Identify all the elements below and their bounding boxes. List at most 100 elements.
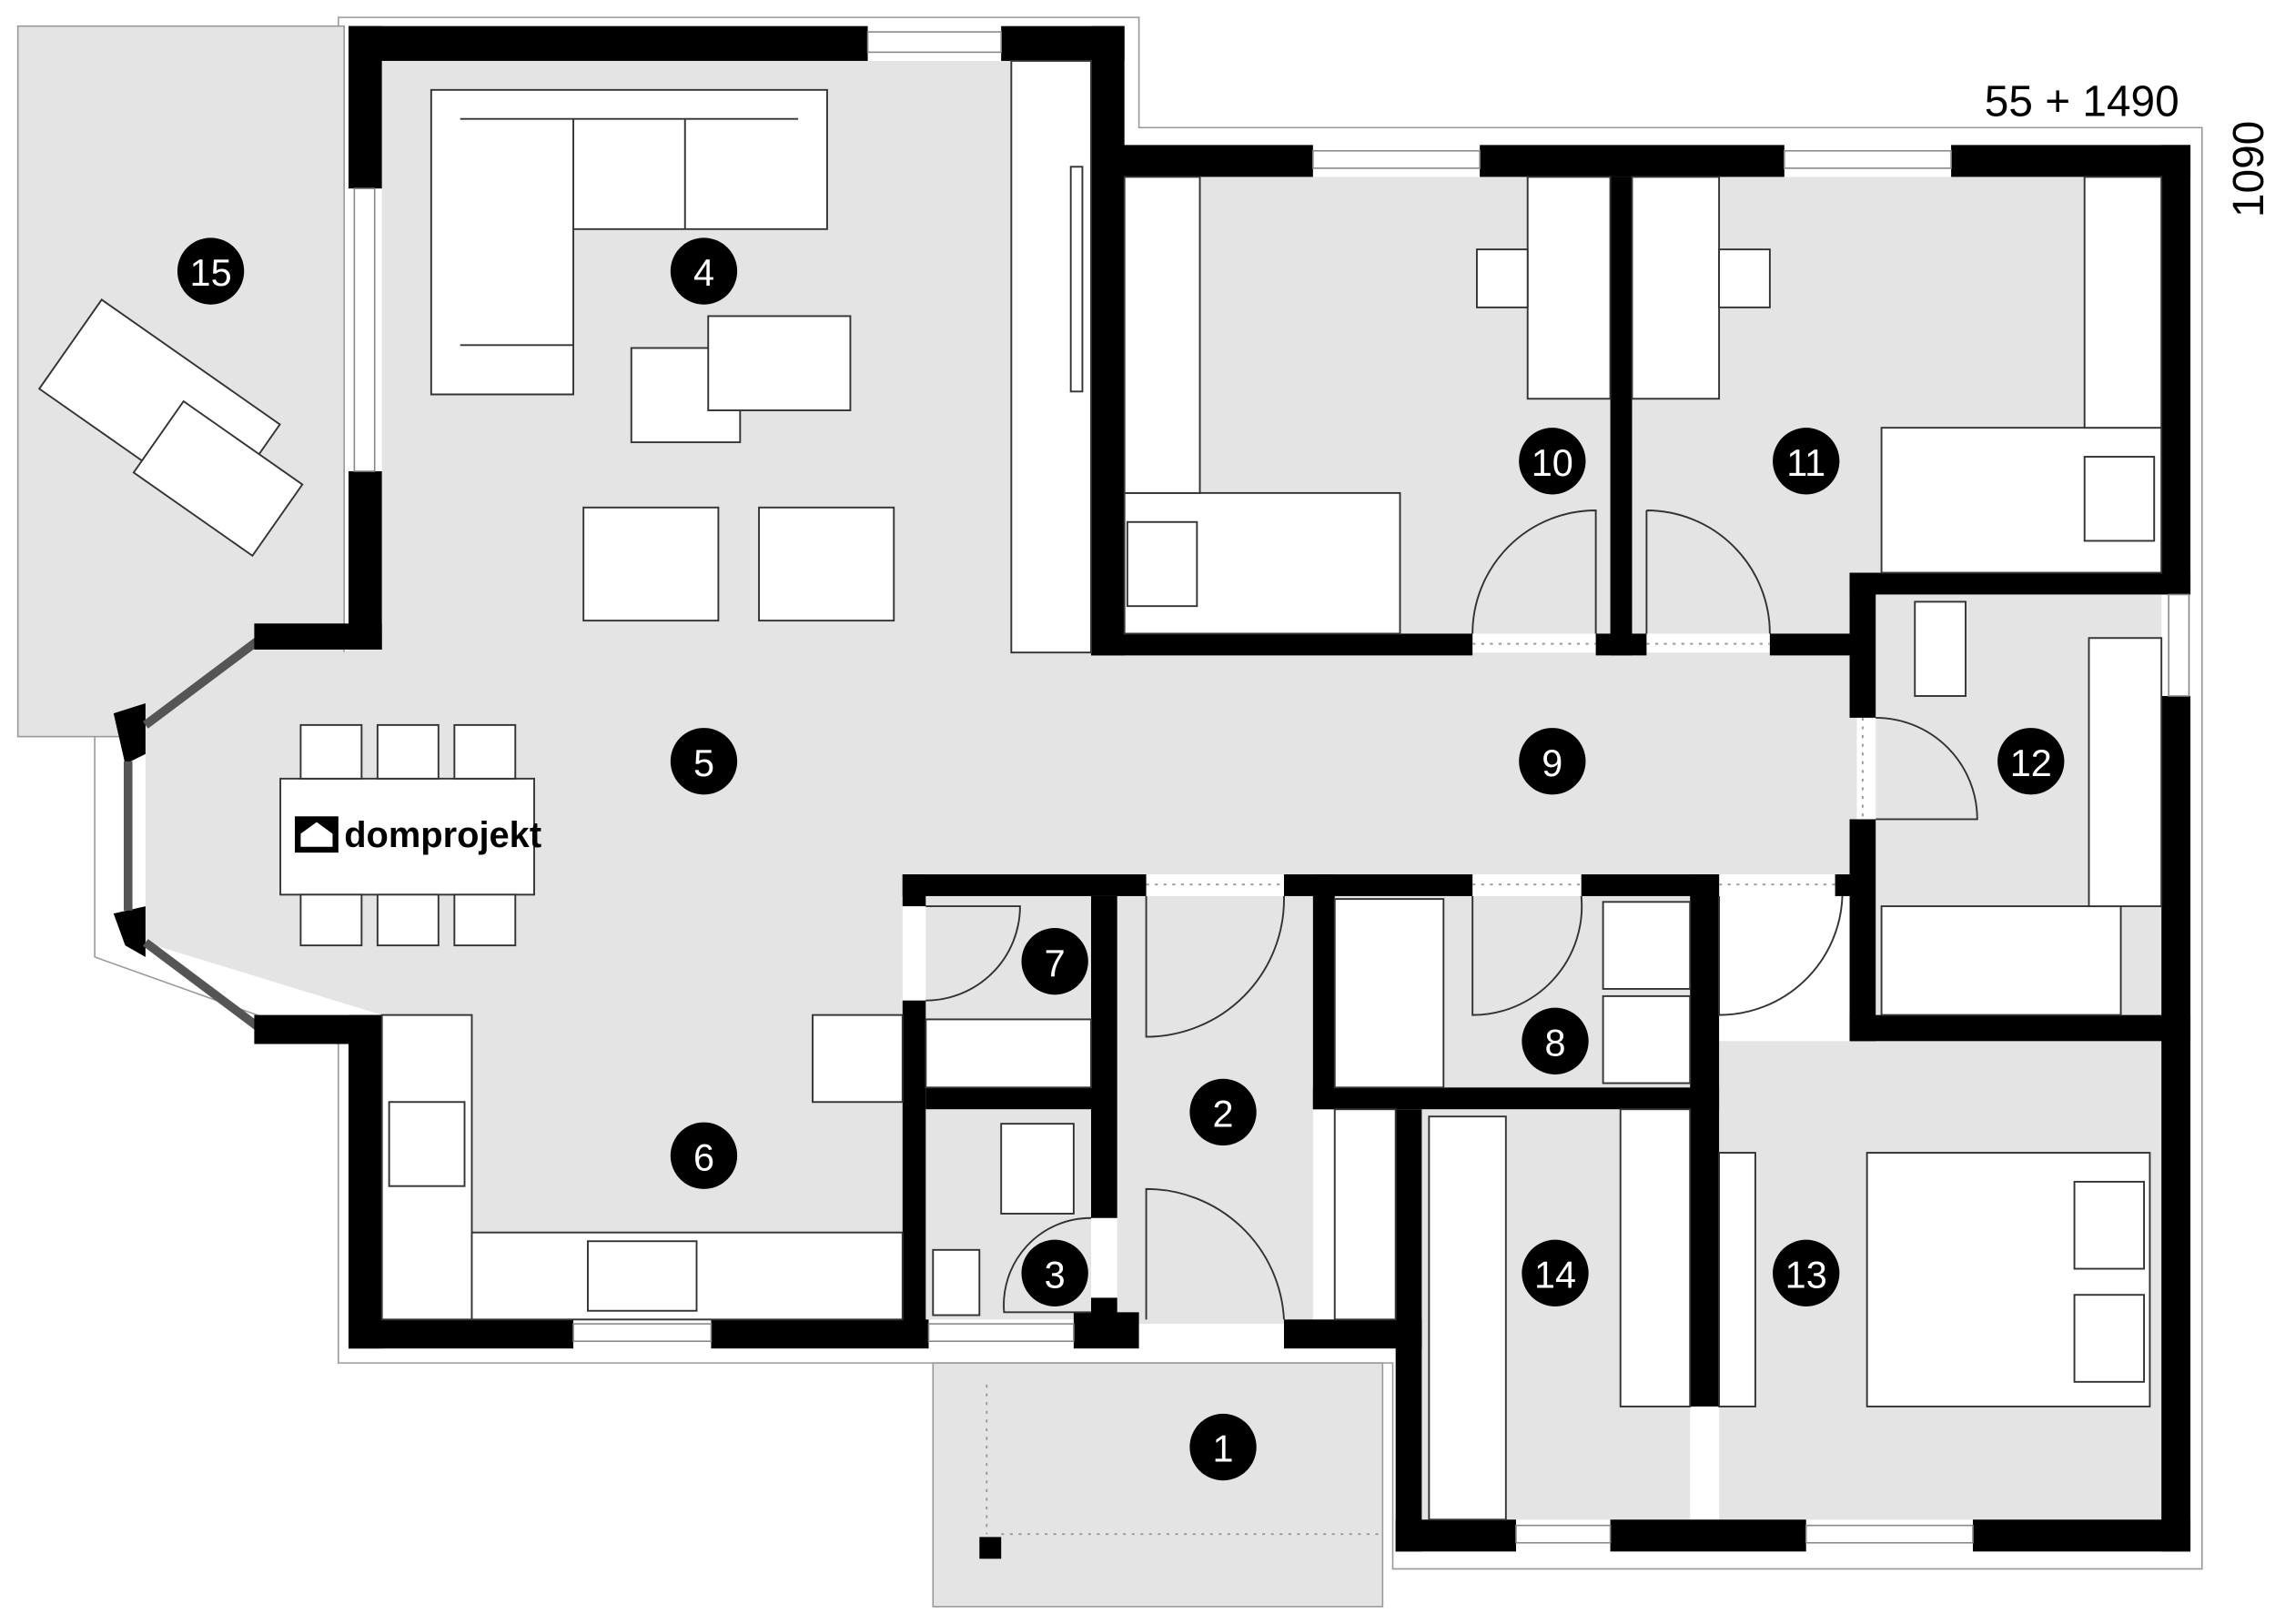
wall bbox=[1849, 819, 1876, 1042]
logo-text: domprojekt bbox=[344, 815, 541, 855]
furniture-item bbox=[2083, 456, 2156, 542]
window bbox=[1515, 1524, 1612, 1544]
wall bbox=[902, 1000, 926, 1327]
room-marker-13: 13 bbox=[1773, 1239, 1840, 1306]
wall bbox=[1312, 1087, 1720, 1110]
room-number: 6 bbox=[693, 1135, 714, 1178]
wall bbox=[1395, 1109, 1422, 1552]
wall bbox=[902, 874, 926, 907]
room-marker-circle bbox=[1519, 428, 1586, 495]
room-marker-7: 7 bbox=[1021, 928, 1088, 995]
room-marker-10: 10 bbox=[1519, 428, 1586, 495]
room-marker-circle bbox=[1522, 1239, 1589, 1306]
window bbox=[1784, 149, 1952, 169]
room-number: 13 bbox=[1785, 1253, 1827, 1296]
furniture-item bbox=[1602, 994, 1692, 1084]
wall bbox=[1480, 145, 1785, 177]
room-number: 11 bbox=[1786, 441, 1825, 484]
furniture-item bbox=[2073, 1294, 2146, 1383]
room-number: 10 bbox=[1532, 441, 1573, 484]
furniture-item bbox=[376, 893, 440, 947]
furniture-item bbox=[299, 893, 363, 947]
wall bbox=[2161, 696, 2191, 1552]
room-number: 12 bbox=[2010, 741, 2052, 784]
furniture-item bbox=[1333, 1108, 1397, 1321]
wall bbox=[925, 1087, 1091, 1110]
window bbox=[866, 31, 1002, 54]
room-marker-circle bbox=[1522, 1007, 1589, 1074]
terrace-1 bbox=[932, 1362, 1384, 1608]
room-marker-circle bbox=[1021, 1239, 1088, 1306]
window bbox=[1312, 149, 1481, 169]
room-marker-circle bbox=[177, 237, 245, 305]
room-number: 15 bbox=[190, 251, 232, 294]
window bbox=[927, 1323, 1075, 1343]
room-marker-circle bbox=[1773, 428, 1840, 495]
wall bbox=[1951, 145, 2191, 177]
wall bbox=[1610, 177, 1633, 656]
room-marker-9: 9 bbox=[1519, 728, 1586, 795]
wall bbox=[1312, 874, 1335, 1110]
room-number: 8 bbox=[1544, 1021, 1565, 1064]
wall bbox=[1610, 1519, 1806, 1552]
furniture-item bbox=[2088, 637, 2163, 908]
furniture-item bbox=[1619, 1108, 1692, 1407]
room-marker-4: 4 bbox=[670, 237, 738, 305]
furniture-item bbox=[1526, 176, 1612, 400]
logo: domprojekt bbox=[295, 815, 541, 855]
window bbox=[2168, 593, 2190, 697]
dimension-width: 55 + 1490 bbox=[1985, 78, 2179, 126]
furniture-item bbox=[1333, 898, 1445, 1089]
furniture-item bbox=[453, 723, 517, 780]
dimension-depth: 1090 bbox=[2225, 121, 2273, 217]
wall bbox=[1091, 145, 1313, 177]
room-number: 1 bbox=[1213, 1427, 1234, 1470]
furniture-item bbox=[2083, 176, 2163, 429]
furniture-item bbox=[1631, 176, 1721, 400]
room-marker-3: 3 bbox=[1021, 1239, 1088, 1306]
furniture-item bbox=[1602, 901, 1692, 990]
room-marker-circle bbox=[1773, 1239, 1840, 1306]
wall bbox=[711, 1319, 929, 1349]
room-marker-circle bbox=[670, 728, 738, 795]
furniture-item bbox=[1069, 166, 1084, 393]
furniture-item bbox=[1123, 176, 1201, 494]
room-marker-8: 8 bbox=[1522, 1007, 1589, 1074]
wall bbox=[1091, 25, 1125, 656]
room-marker-circle bbox=[670, 237, 738, 305]
room-number: 3 bbox=[1045, 1253, 1066, 1296]
doors bbox=[925, 509, 1978, 1536]
furniture-item bbox=[1718, 248, 1771, 308]
room-number: 5 bbox=[693, 741, 714, 784]
room-marker-15: 15 bbox=[177, 237, 245, 305]
wall bbox=[349, 1014, 382, 1349]
walls bbox=[113, 25, 2191, 1552]
furniture-item bbox=[582, 506, 720, 622]
furniture-item bbox=[299, 723, 363, 780]
furniture-item bbox=[925, 1018, 1092, 1089]
room-marker-circle bbox=[1519, 728, 1586, 795]
wall bbox=[1849, 572, 2191, 595]
furniture-item bbox=[376, 723, 440, 780]
wall bbox=[1769, 633, 1857, 656]
wall bbox=[1849, 1014, 2191, 1042]
room-marker-circle bbox=[1997, 728, 2065, 795]
room-marker-circle bbox=[1021, 928, 1088, 995]
window bbox=[1805, 1524, 1974, 1544]
wall bbox=[1690, 874, 1720, 1407]
wall bbox=[1581, 874, 1720, 896]
furniture-item bbox=[758, 506, 895, 622]
furniture-item bbox=[453, 893, 517, 947]
room-marker-circle bbox=[1189, 1078, 1257, 1146]
furniture bbox=[37, 59, 2163, 1559]
wall bbox=[254, 623, 382, 650]
room-marker-circle bbox=[1189, 1413, 1257, 1481]
room-marker-6: 6 bbox=[670, 1122, 738, 1189]
furniture-item bbox=[388, 1101, 466, 1187]
room-number: 7 bbox=[1045, 942, 1066, 984]
room-marker-14: 14 bbox=[1522, 1239, 1589, 1306]
furniture-item bbox=[1718, 1152, 1756, 1407]
furniture-item bbox=[1914, 600, 1967, 697]
furniture-item bbox=[812, 1014, 904, 1104]
